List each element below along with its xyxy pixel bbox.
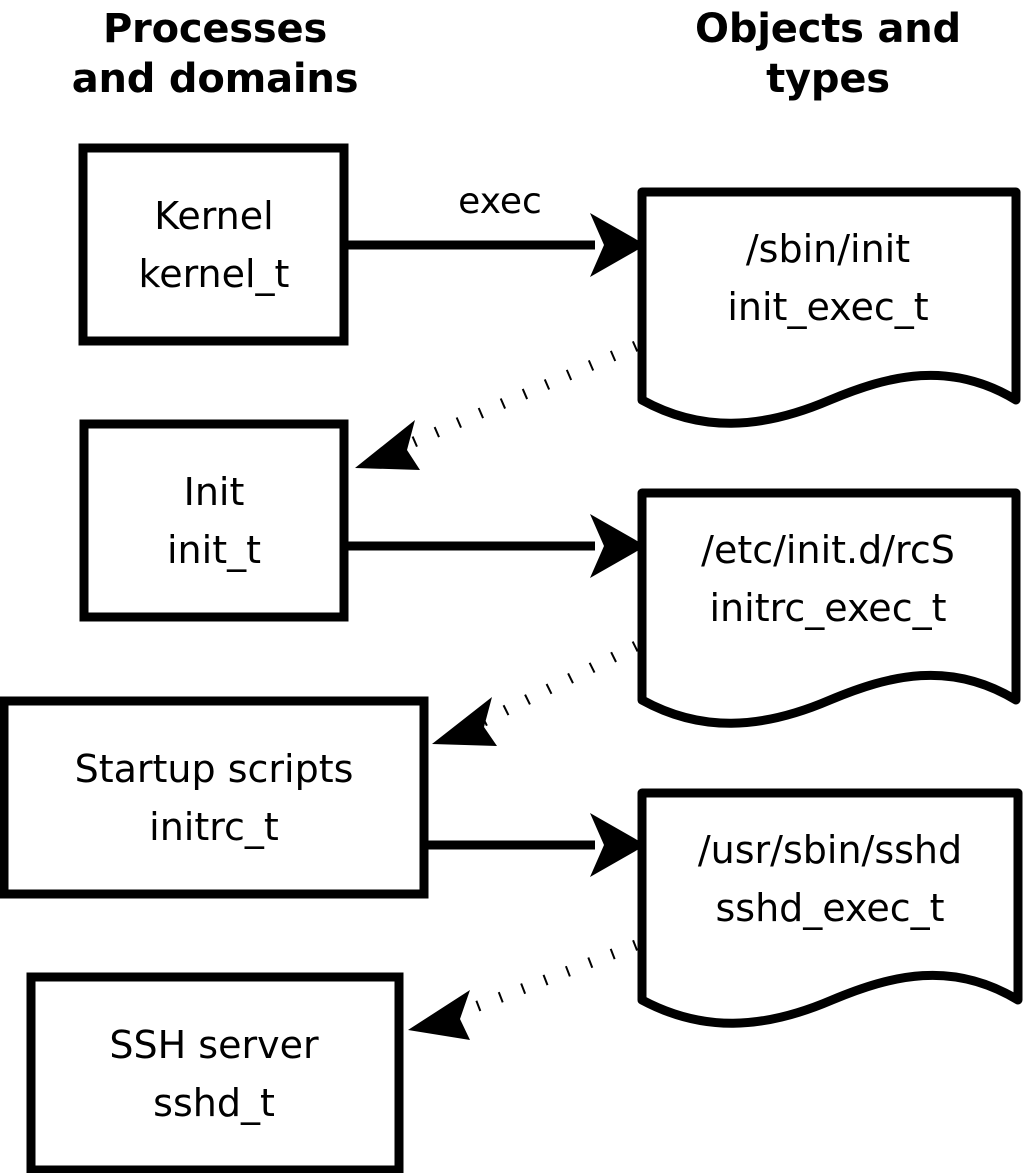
- process-node-kernel-box[interactable]: [78, 143, 349, 346]
- process-node-sshd[interactable]: SSH server sshd_t: [26, 972, 404, 1173]
- column-heading-objects-line2: types: [766, 56, 890, 102]
- object-node-init-exec-path: /sbin/init: [746, 227, 910, 271]
- process-node-initrc-name: Startup scripts: [75, 747, 354, 791]
- edge-kernel-exec-init-exec-arrowhead: [590, 213, 646, 277]
- edge-label-exec: exec: [458, 181, 542, 222]
- object-node-sshd-exec[interactable]: /usr/sbin/sshd sshd_exec_t: [637, 788, 1023, 1028]
- column-heading-processes-line1: Processes: [103, 6, 327, 52]
- object-node-initrc-exec[interactable]: /etc/init.d/rcS initrc_exec_t: [637, 488, 1021, 728]
- object-node-sshd-exec-type: sshd_exec_t: [715, 886, 944, 930]
- edge-initrc-exec-transition-initrc-arrowhead: [432, 697, 497, 746]
- edge-init-exec-transition-init: [355, 340, 639, 470]
- process-node-sshd-type: sshd_t: [153, 1081, 275, 1125]
- process-node-init-box[interactable]: [79, 419, 349, 622]
- process-node-sshd-name: SSH server: [109, 1023, 319, 1067]
- edge-init-exec-initrc-exec: [348, 514, 646, 578]
- process-node-initrc[interactable]: Startup scripts initrc_t: [0, 696, 429, 899]
- column-heading-objects-line1: Objects and: [695, 6, 961, 52]
- column-heading-processes: Processes and domains: [72, 6, 359, 102]
- edge-sshd-exec-transition-sshd-line: [458, 939, 638, 1019]
- column-heading-objects: Objects and types: [695, 6, 961, 102]
- process-node-init[interactable]: Init init_t: [79, 419, 349, 622]
- edge-initrc-exec-sshd-exec-arrowhead: [590, 813, 646, 877]
- edge-initrc-exec-transition-initrc-line: [477, 641, 639, 728]
- process-node-kernel-name: Kernel: [154, 194, 273, 238]
- process-node-sshd-box[interactable]: [26, 972, 404, 1173]
- edge-initrc-exec-sshd-exec: [428, 813, 646, 877]
- process-node-kernel-type: kernel_t: [139, 252, 290, 296]
- edge-sshd-exec-transition-sshd: [408, 939, 638, 1040]
- process-node-initrc-type: initrc_t: [149, 805, 279, 849]
- object-node-sshd-exec-path: /usr/sbin/sshd: [698, 828, 962, 872]
- edge-kernel-exec-init-exec: exec: [348, 181, 646, 277]
- edge-init-exec-transition-init-line: [397, 340, 639, 454]
- process-node-kernel[interactable]: Kernel kernel_t: [78, 143, 349, 346]
- object-node-initrc-exec-type: initrc_exec_t: [710, 586, 947, 630]
- process-node-init-name: Init: [184, 470, 245, 514]
- object-node-sshd-exec-shape[interactable]: [637, 788, 1023, 1028]
- process-node-init-type: init_t: [167, 528, 261, 572]
- edge-initrc-exec-transition-initrc: [432, 641, 639, 746]
- object-node-initrc-exec-shape[interactable]: [637, 488, 1021, 728]
- edge-init-exec-initrc-exec-arrowhead: [590, 514, 646, 578]
- column-heading-processes-line2: and domains: [72, 56, 359, 102]
- object-node-init-exec[interactable]: /sbin/init init_exec_t: [637, 187, 1021, 428]
- process-node-initrc-box[interactable]: [0, 696, 429, 899]
- edge-sshd-exec-transition-sshd-arrowhead: [408, 990, 470, 1040]
- edge-init-exec-transition-init-arrowhead: [355, 420, 420, 470]
- object-node-init-exec-type: init_exec_t: [727, 285, 928, 329]
- object-node-initrc-exec-path: /etc/init.d/rcS: [701, 528, 955, 572]
- object-node-init-exec-shape[interactable]: [637, 187, 1021, 428]
